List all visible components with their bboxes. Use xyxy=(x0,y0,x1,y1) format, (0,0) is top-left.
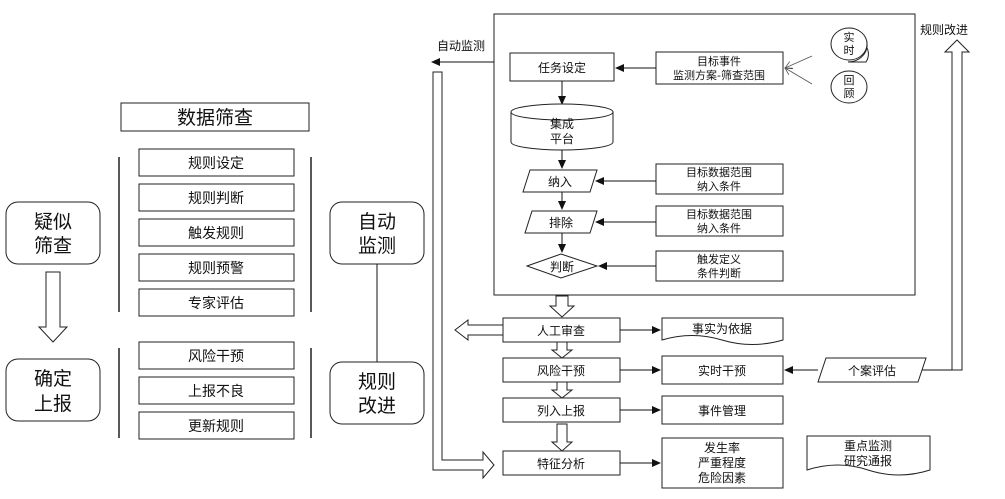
report-doc-line1: 重点监测 xyxy=(844,439,892,453)
item-rule-judge xyxy=(138,183,295,212)
stage-b-line1: 确定 xyxy=(34,368,72,390)
title-box xyxy=(120,102,310,132)
manual-review-label: 人工审查 xyxy=(537,323,585,338)
hollow-down-3 xyxy=(550,381,574,399)
stage-confirm-report xyxy=(5,358,101,422)
item-label: 规则判断 xyxy=(188,191,244,207)
hollow-up-arrow xyxy=(943,39,971,371)
mode-b-line2: 改进 xyxy=(358,395,396,417)
review-line2: 顾 xyxy=(844,87,855,100)
task-setting-box xyxy=(509,52,615,82)
include-label: 纳入 xyxy=(548,175,572,189)
task-setting-label: 任务设定 xyxy=(538,60,586,75)
feature-analysis-box xyxy=(502,450,621,476)
hollow-down-2 xyxy=(550,341,574,359)
item-update-rule xyxy=(138,411,295,440)
group-b-list: 风险干预 上报不良 更新规则 xyxy=(138,341,295,440)
item-rule-setting xyxy=(138,148,295,177)
feature-out-line2: 严重程度 xyxy=(698,455,746,470)
platform-cylinder xyxy=(510,103,614,151)
trigger-cond-line1: 触发定义 xyxy=(697,252,741,266)
judge-label: 判断 xyxy=(550,259,574,274)
item-label: 专家评估 xyxy=(188,295,244,312)
report-doc xyxy=(806,435,931,476)
platform-line2: 平台 xyxy=(550,131,574,146)
realtime-line1: 实 xyxy=(844,30,855,44)
exclude-label: 排除 xyxy=(549,215,573,230)
risk-intervene-label: 风险干预 xyxy=(537,363,585,378)
review-circle xyxy=(830,70,868,104)
item-label: 上报不良 xyxy=(188,384,244,400)
item-report-adverse xyxy=(138,376,295,405)
stage-a-line1: 疑似 xyxy=(34,211,72,233)
panel-title: 数据筛查 xyxy=(177,107,253,129)
stage-a-line2: 筛查 xyxy=(34,235,72,257)
list-report-label: 列入上报 xyxy=(537,403,585,418)
realtime-intervene-box xyxy=(661,355,784,385)
feature-analysis-label: 特征分析 xyxy=(537,456,585,471)
include-cond-box xyxy=(655,163,784,195)
target-event-box xyxy=(655,51,784,85)
risk-intervene-box xyxy=(502,357,621,383)
exclude-cond-box xyxy=(655,205,784,237)
hollow-down-frame xyxy=(548,295,576,318)
include-cond-line2: 纳入条件 xyxy=(697,179,741,193)
item-trigger-rule xyxy=(138,218,295,247)
item-rule-warning xyxy=(138,253,295,282)
hollow-return-arrow xyxy=(432,71,495,480)
exclude-cond-line2: 纳入条件 xyxy=(697,221,741,235)
target-event-line2: 监测方案-筛查范围 xyxy=(673,68,765,82)
item-label: 风险干预 xyxy=(188,349,244,365)
realtime-line2: 时 xyxy=(844,44,855,57)
item-label: 触发规则 xyxy=(188,226,244,242)
fact-basis-label: 事实为依据 xyxy=(692,321,752,336)
judge-diamond xyxy=(525,253,599,279)
platform-line1: 集成 xyxy=(550,116,574,131)
event-mgmt-box xyxy=(661,395,784,425)
feature-out-line1: 发生率 xyxy=(704,440,740,455)
trigger-cond-line2: 条件判断 xyxy=(697,266,741,280)
realtime-intervene-label: 实时干预 xyxy=(698,363,746,378)
feature-out-box xyxy=(661,437,784,489)
fact-basis-doc xyxy=(661,317,784,345)
left-panel: 数据筛查 疑似 筛查 确定 上报 规则设定 规则判断 触发规则 规则预警 专家评… xyxy=(5,102,425,440)
arrow-realtime-to-event xyxy=(785,55,813,68)
hollow-down-4 xyxy=(550,423,574,452)
mode-a-line1: 自动 xyxy=(358,211,396,233)
hollow-left-arrow xyxy=(454,318,504,342)
event-mgmt-label: 事件管理 xyxy=(698,403,746,418)
mode-b-line1: 规则 xyxy=(358,371,396,393)
review-line1: 回 xyxy=(844,74,855,87)
case-eval-label: 个案评估 xyxy=(848,363,896,378)
right-panel: 自动监测 规则改进 任务设定 目标事件 监测方案-筛查范围 实 时 回 顾 xyxy=(431,13,971,489)
stage-suspect-screening xyxy=(5,201,101,265)
item-risk-intervene xyxy=(138,341,295,370)
feature-out-line3: 危险因素 xyxy=(698,470,746,485)
mode-a-line2: 监测 xyxy=(358,235,396,257)
report-doc-line2: 研究通报 xyxy=(844,453,892,468)
exclude-cond-line1: 目标数据范围 xyxy=(686,207,752,221)
group-a-list: 规则设定 规则判断 触发规则 规则预警 专家评估 xyxy=(138,148,295,317)
exclude-shape xyxy=(524,210,598,234)
case-eval-shape xyxy=(817,357,927,383)
target-event-line1: 目标事件 xyxy=(697,54,741,68)
item-label: 规则预警 xyxy=(188,261,244,277)
stage-b-line2: 上报 xyxy=(34,393,72,415)
hollow-down-arrow xyxy=(37,271,69,343)
item-label: 更新规则 xyxy=(188,419,244,435)
mode-rule-improve xyxy=(329,361,425,425)
include-shape xyxy=(522,169,598,193)
manual-review-box xyxy=(502,317,621,343)
label-auto-monitor: 自动监测 xyxy=(437,39,485,53)
realtime-circle xyxy=(830,27,868,61)
item-label: 规则设定 xyxy=(188,156,244,172)
arrow-review-to-event xyxy=(785,68,813,85)
item-expert-eval xyxy=(138,288,295,317)
include-cond-line1: 目标数据范围 xyxy=(686,165,752,179)
label-rule-improve: 规则改进 xyxy=(920,22,968,37)
